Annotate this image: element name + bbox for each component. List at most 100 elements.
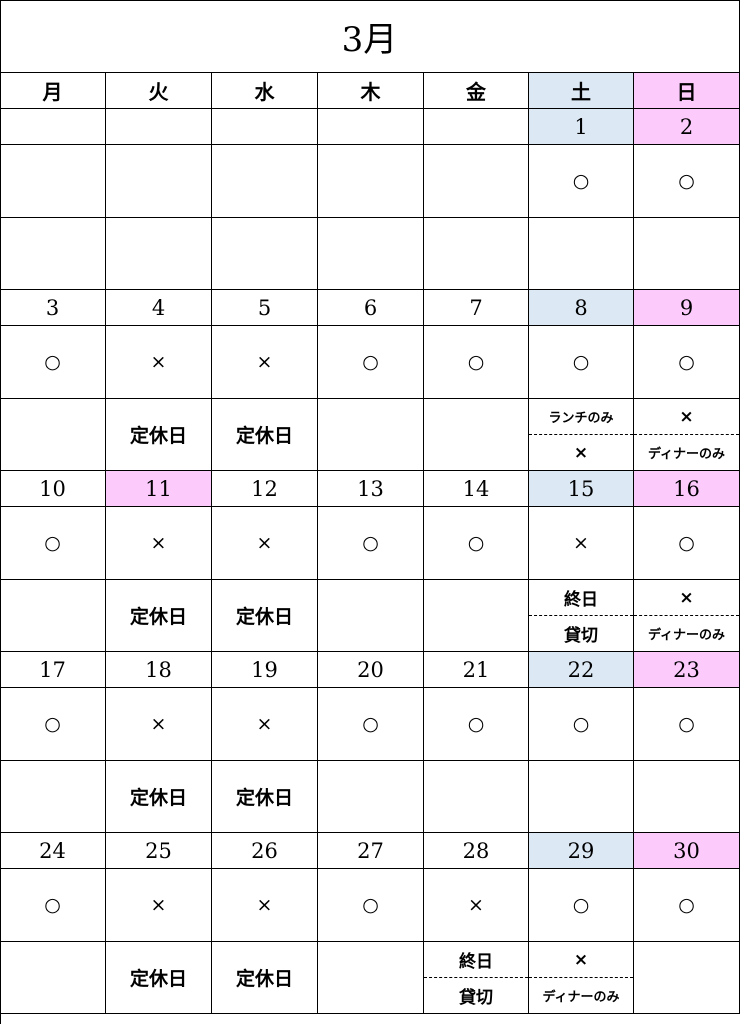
availability-mark: ×: [106, 326, 212, 399]
day-number: 22: [529, 652, 634, 688]
day-number: 13: [318, 471, 424, 507]
note-lower: 貸切: [564, 626, 598, 646]
day-note: 定休日: [212, 761, 318, 833]
day-note: 終日貸切: [529, 580, 634, 652]
availability-mark: ○: [0, 688, 106, 761]
availability-mark: ○: [634, 507, 740, 580]
weekday-header: 金: [424, 73, 529, 109]
day-note: 定休日: [212, 942, 318, 1014]
weekday-header: 水: [212, 73, 318, 109]
day-number: 23: [634, 652, 740, 688]
weekday-header: 土: [529, 73, 634, 109]
note-lower: ディナーのみ: [542, 990, 620, 1005]
day-note: [529, 761, 634, 833]
day-note: [318, 942, 424, 1014]
note-lower: ×: [573, 442, 589, 463]
availability-mark: ○: [529, 145, 634, 218]
day-number: 2: [634, 109, 740, 145]
day-note: [0, 580, 106, 652]
availability-mark: [318, 145, 424, 218]
day-number: 29: [529, 833, 634, 869]
availability-mark: ○: [424, 507, 529, 580]
availability-mark: ○: [529, 688, 634, 761]
day-number: 15: [529, 471, 634, 507]
day-number: 20: [318, 652, 424, 688]
day-number: 19: [212, 652, 318, 688]
availability-mark: ○: [0, 869, 106, 942]
day-note: 定休日: [212, 580, 318, 652]
day-note: [634, 218, 740, 290]
day-note: [106, 218, 212, 290]
availability-mark: ○: [0, 507, 106, 580]
availability-mark: [106, 145, 212, 218]
day-number: 3: [0, 290, 106, 326]
availability-mark: ×: [212, 507, 318, 580]
day-number: 26: [212, 833, 318, 869]
day-number: [106, 109, 212, 145]
day-note: [0, 761, 106, 833]
day-note: 定休日: [106, 942, 212, 1014]
availability-mark: ×: [212, 326, 318, 399]
day-number: 27: [318, 833, 424, 869]
day-number: 9: [634, 290, 740, 326]
availability-mark: ○: [318, 326, 424, 399]
note-upper: ×: [529, 942, 633, 978]
day-note: × ディナーのみ: [529, 942, 634, 1014]
availability-mark: ○: [424, 688, 529, 761]
note-upper: 終日: [529, 580, 633, 616]
day-note: [318, 580, 424, 652]
weekday-header: 木: [318, 73, 424, 109]
day-number: 14: [424, 471, 529, 507]
note-upper: ×: [634, 399, 739, 435]
day-number: 11: [106, 471, 212, 507]
day-number: 24: [0, 833, 106, 869]
availability-mark: ×: [212, 869, 318, 942]
day-note: [424, 761, 529, 833]
weekday-header: 月: [0, 73, 106, 109]
day-note: [424, 399, 529, 471]
day-note: [529, 218, 634, 290]
availability-mark: ○: [529, 869, 634, 942]
day-number: 7: [424, 290, 529, 326]
day-number: 8: [529, 290, 634, 326]
availability-mark: ×: [529, 507, 634, 580]
day-number: 5: [212, 290, 318, 326]
availability-mark: [424, 145, 529, 218]
availability-mark: ○: [529, 326, 634, 399]
day-note: [424, 218, 529, 290]
note-upper: 終日: [424, 942, 528, 978]
day-number: [0, 109, 106, 145]
day-note: ×ディナーのみ: [634, 580, 740, 652]
day-number: [212, 109, 318, 145]
day-note: ×ディナーのみ: [634, 399, 740, 471]
availability-mark: [212, 145, 318, 218]
day-number: 10: [0, 471, 106, 507]
availability-mark: ○: [634, 326, 740, 399]
day-note: [318, 761, 424, 833]
availability-mark: ○: [634, 869, 740, 942]
availability-mark: ×: [106, 869, 212, 942]
availability-mark: ○: [0, 326, 106, 399]
availability-mark: ○: [424, 326, 529, 399]
availability-mark: ×: [212, 688, 318, 761]
day-note: [0, 218, 106, 290]
day-note: [318, 399, 424, 471]
availability-mark: ×: [106, 688, 212, 761]
day-number: 17: [0, 652, 106, 688]
weekday-header: 日: [634, 73, 740, 109]
note-lower: 貸切: [459, 988, 493, 1008]
day-note: 定休日: [106, 761, 212, 833]
day-note: [318, 218, 424, 290]
day-note: 終日貸切: [424, 942, 529, 1014]
weekday-header: 火: [106, 73, 212, 109]
day-note: 定休日: [106, 580, 212, 652]
availability-mark: ○: [634, 145, 740, 218]
day-number: [318, 109, 424, 145]
day-number: 21: [424, 652, 529, 688]
day-note: 定休日: [106, 399, 212, 471]
day-number: 12: [212, 471, 318, 507]
day-number: 30: [634, 833, 740, 869]
day-number: [424, 109, 529, 145]
day-note: [212, 218, 318, 290]
